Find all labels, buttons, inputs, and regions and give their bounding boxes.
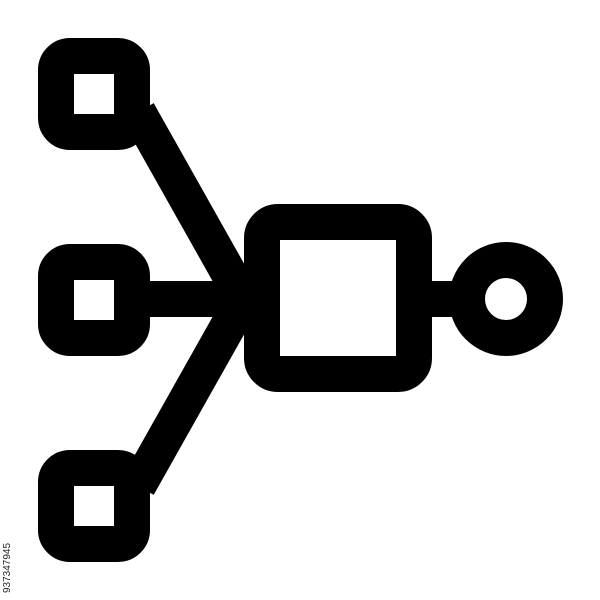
- stock-id-label: 937347945: [2, 542, 13, 593]
- connector-bottom: [122, 303, 252, 495]
- central-node: [244, 204, 432, 392]
- input-node-top: [38, 38, 150, 150]
- output-node: [449, 242, 563, 356]
- input-node-middle: [38, 244, 150, 356]
- input-node-bottom: [38, 450, 150, 562]
- connector-top: [122, 103, 252, 295]
